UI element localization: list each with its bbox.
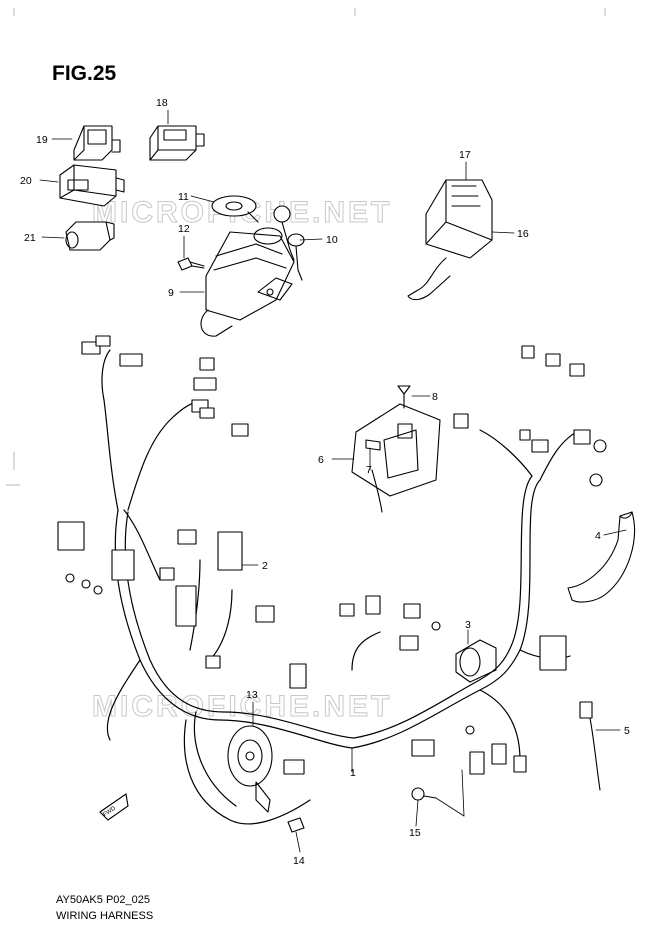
callout-11: 11 [178, 191, 189, 203]
callouts: 1 2 3 4 5 6 7 8 9 10 11 12 13 14 15 16 1… [20, 97, 630, 867]
part-19-switch [73, 125, 121, 161]
callout-5: 5 [624, 725, 630, 737]
harness-connectors [57, 335, 607, 775]
callout-1: 1 [350, 767, 356, 779]
figure-name: WIRING HARNESS [56, 910, 154, 922]
figure-title: FIG.25 [52, 62, 117, 85]
callout-20: 20 [20, 175, 32, 187]
fwd-arrow [99, 793, 129, 821]
callout-8: 8 [432, 391, 438, 403]
callout-19: 19 [36, 134, 48, 146]
callout-17: 17 [459, 149, 471, 161]
part-5-band [579, 701, 601, 791]
part-18-switch [149, 125, 205, 161]
callout-12: 12 [178, 223, 190, 235]
callout-13: 13 [246, 689, 258, 701]
part-10-keys [273, 205, 305, 281]
callout-9: 9 [168, 287, 174, 299]
part-11-washer [211, 195, 259, 223]
part-16-17-relay [407, 179, 493, 301]
figure-code: AY50AK5 P02_025 [56, 894, 150, 906]
crop-marks [6, 8, 606, 486]
part-4-protector [567, 511, 636, 603]
callout-18: 18 [156, 97, 168, 109]
part-8-screw [397, 385, 411, 409]
part-15-screw [411, 787, 437, 801]
callout-2: 2 [262, 560, 268, 572]
part-20-switch [59, 164, 125, 207]
callout-3: 3 [465, 619, 471, 631]
part-14-screw [287, 817, 305, 833]
callout-16: 16 [517, 228, 529, 240]
part-21-switch [65, 221, 115, 251]
part-13-horn [227, 725, 305, 813]
callout-21: 21 [24, 232, 36, 244]
callout-7: 7 [366, 464, 372, 476]
callout-4: 4 [595, 530, 601, 542]
callout-6: 6 [318, 454, 324, 466]
part-12-screw [177, 257, 205, 271]
callout-10: 10 [326, 234, 338, 246]
part-1-wiring-harness [101, 349, 581, 825]
callout-14: 14 [293, 855, 305, 867]
leader-lines [39, 109, 627, 853]
watermark-bottom: MICROFICHE.NET [92, 690, 392, 723]
part-6-bracket [351, 403, 441, 513]
callout-15: 15 [409, 827, 421, 839]
part-9-ignition-switch [200, 227, 295, 337]
part-3-condenser [455, 639, 497, 683]
